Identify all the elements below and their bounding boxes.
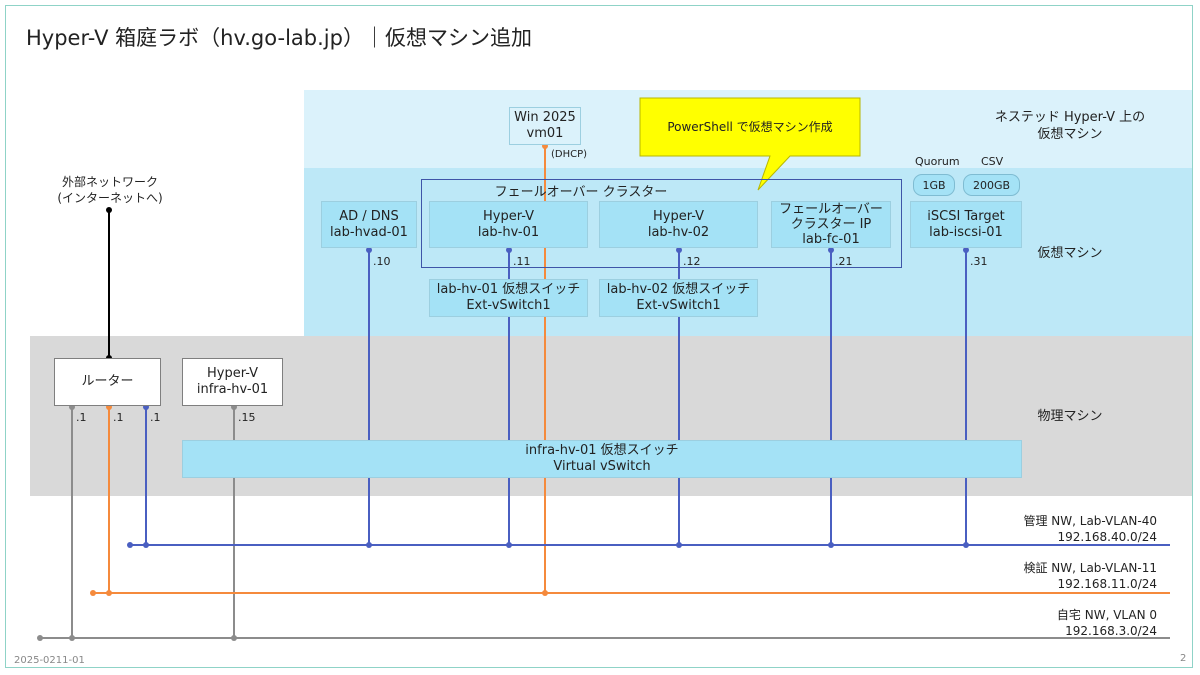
failover-cluster-frame [421,179,902,268]
ip-hvad: .10 [373,255,391,268]
infra-host-box[interactable]: Hyper-V infra-hv-01 [182,358,283,406]
nested-band-label-line2: 仮想マシン [1037,127,1103,142]
page-number: 2 [1180,653,1187,664]
mgmt-nw-label: 管理 NW, Lab-VLAN-40 192.168.40.0/24 [980,513,1157,545]
vm-box-hv01[interactable]: Hyper-V lab-hv-01 [429,201,588,248]
vm-hv01-line2: lab-hv-01 [477,224,540,240]
vswitch-hv02-line2: Ext-vSwitch1 [636,298,721,313]
test-nw-subnet: 192.168.11.0/24 [1057,577,1157,591]
csv-label: CSV [981,155,1004,168]
infra-host-line1: Hyper-V [206,366,259,381]
vm-fc-line3: lab-fc-01 [802,232,860,247]
vm-band-label: 仮想マシン [1037,246,1103,261]
page-title: Hyper-V 箱庭ラボ（hv.go-lab.jp）｜仮想マシン追加 [26,26,532,50]
router-ip-blue: .1 [150,411,161,424]
vm01-box[interactable]: Win 2025 vm01 [509,107,581,145]
quorum-disk: 1GB [913,174,955,196]
mgmt-nw-name: 管理 NW, Lab-VLAN-40 [1023,514,1157,528]
vswitch-hv01-line2: Ext-vSwitch1 [466,298,551,313]
infra-host-ip: .15 [238,411,256,424]
ip-hv01: .11 [513,255,531,268]
infra-vswitch-line1: infra-hv-01 仮想スイッチ [525,443,679,458]
vm01-line2: vm01 [526,126,564,141]
callout-text: PowerShell で仮想マシン作成 [667,120,833,134]
vm-box-iscsi[interactable]: iSCSI Target lab-iscsi-01 [910,201,1022,248]
router-label: ルーター [81,374,134,389]
vm-fc-line2: クラスター IP [790,217,872,232]
vm-hv01-line1: Hyper-V [482,208,535,224]
home-nw-name: 自宅 NW, VLAN 0 [1056,608,1157,622]
external-network-line2: (インターネットへ) [57,191,163,205]
csv-disk: 200GB [963,174,1020,196]
slide-frame [5,5,1193,668]
vm-hvad-line2: lab-hvad-01 [330,224,408,240]
infra-vswitch-line2: Virtual vSwitch [553,459,651,474]
infra-host-line2: infra-hv-01 [196,382,269,397]
ip-fc: .21 [835,255,853,268]
infra-vswitch[interactable]: infra-hv-01 仮想スイッチ Virtual vSwitch [182,440,1022,478]
document-id: 2025-0211-01 [14,655,85,666]
vm-iscsi-line2: lab-iscsi-01 [929,224,1003,240]
vm-hv02-line2: lab-hv-02 [647,224,710,240]
router-ip-orange: .1 [113,411,124,424]
vswitch-hv02-line1: lab-hv-02 仮想スイッチ [606,282,751,297]
physical-band-label: 物理マシン [1037,409,1103,424]
vm-fc-line1: フェールオーバー [779,202,883,217]
test-nw-label: 検証 NW, Lab-VLAN-11 192.168.11.0/24 [980,560,1157,592]
mgmt-nw-subnet: 192.168.40.0/24 [1057,530,1157,544]
ip-iscsi: .31 [970,255,988,268]
callout-balloon [639,97,861,191]
vm-box-hvad[interactable]: AD / DNS lab-hvad-01 [321,201,417,248]
cluster-label: フェールオーバー クラスター [494,185,668,200]
vm-iscsi-line1: iSCSI Target [927,208,1005,224]
external-dot [106,207,112,213]
vm-box-fc[interactable]: フェールオーバー クラスター IP lab-fc-01 [771,201,891,248]
quorum-label: Quorum [915,155,960,168]
vm-hv02-line1: Hyper-V [652,208,705,224]
router-ip-gray: .1 [76,411,87,424]
vm01-line1: Win 2025 [514,110,576,125]
vswitch-hv01-line1: lab-hv-01 仮想スイッチ [436,282,581,297]
vswitch-hv02[interactable]: lab-hv-02 仮想スイッチ Ext-vSwitch1 [599,279,758,317]
external-network-label: 外部ネットワーク (インターネットへ) [40,174,180,206]
test-nw-name: 検証 NW, Lab-VLAN-11 [1023,561,1157,575]
router-box[interactable]: ルーター [54,358,161,406]
vm-box-hv02[interactable]: Hyper-V lab-hv-02 [599,201,758,248]
vm01-dhcp-label: (DHCP) [551,149,588,160]
home-nw-subnet: 192.168.3.0/24 [1065,624,1157,638]
external-network-line1: 外部ネットワーク [61,175,158,189]
ip-hv02: .12 [683,255,701,268]
vswitch-hv01[interactable]: lab-hv-01 仮想スイッチ Ext-vSwitch1 [429,279,588,317]
home-nw-label: 自宅 NW, VLAN 0 192.168.3.0/24 [980,607,1157,639]
vm-hvad-line1: AD / DNS [339,208,399,224]
nested-band-label-line1: ネステッド Hyper-V 上の [994,110,1146,125]
nested-band-label: ネステッド Hyper-V 上の 仮想マシン [985,109,1155,143]
